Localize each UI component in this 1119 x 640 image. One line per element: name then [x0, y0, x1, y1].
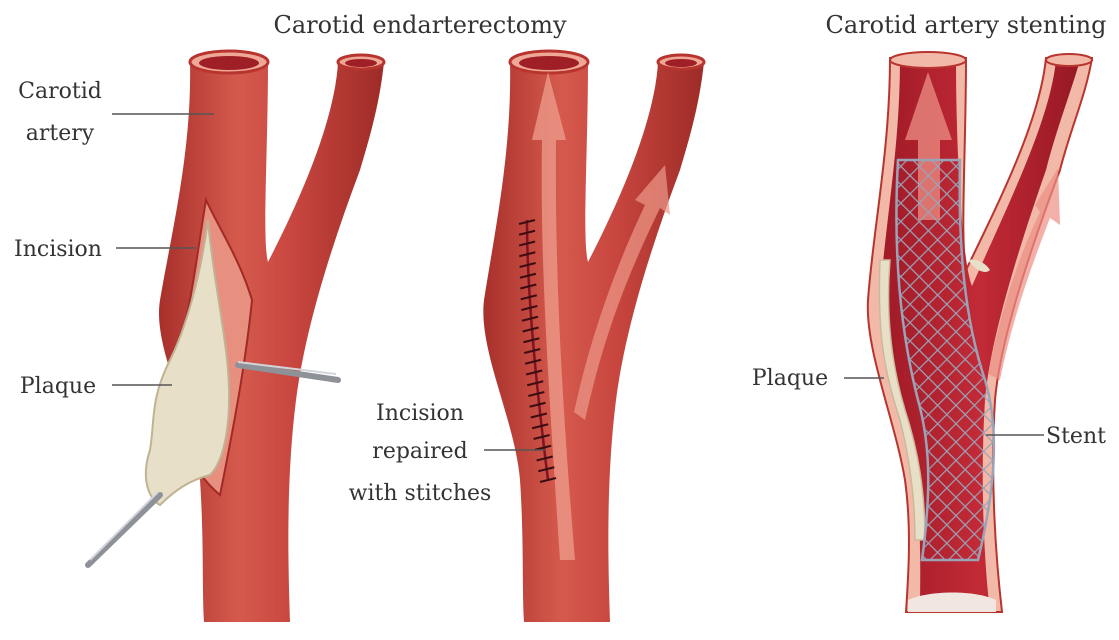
surgical-instrument-lower: [88, 492, 160, 565]
label-carotid-line2: artery: [26, 121, 95, 146]
heading-stenting: Carotid artery stenting: [826, 11, 1107, 39]
label-carotid-line1: Carotid: [18, 79, 102, 104]
label-repaired-line1: Incision: [376, 401, 464, 426]
label-incision: Incision: [14, 237, 102, 262]
artery-stented: [868, 52, 1092, 612]
artery-1-lumen-branch: [345, 59, 377, 67]
artery-with-incision: [88, 51, 384, 622]
heading-endarterectomy: Carotid endarterectomy: [273, 11, 567, 39]
artery-3-opening-branch: [1046, 54, 1092, 66]
label-plaque-right: Plaque: [752, 366, 828, 391]
label-repaired-line2: repaired: [372, 439, 467, 464]
label-stent: Stent: [1046, 424, 1106, 449]
artery-1-lumen-main: [199, 56, 259, 70]
artery-3-opening-main: [890, 52, 966, 68]
label-repaired-line3: with stitches: [349, 481, 492, 506]
artery-2-lumen-main: [519, 56, 579, 70]
artery-2-lumen-branch: [665, 59, 697, 67]
artery-stitched: [483, 51, 704, 622]
label-plaque-left: Plaque: [20, 374, 96, 399]
